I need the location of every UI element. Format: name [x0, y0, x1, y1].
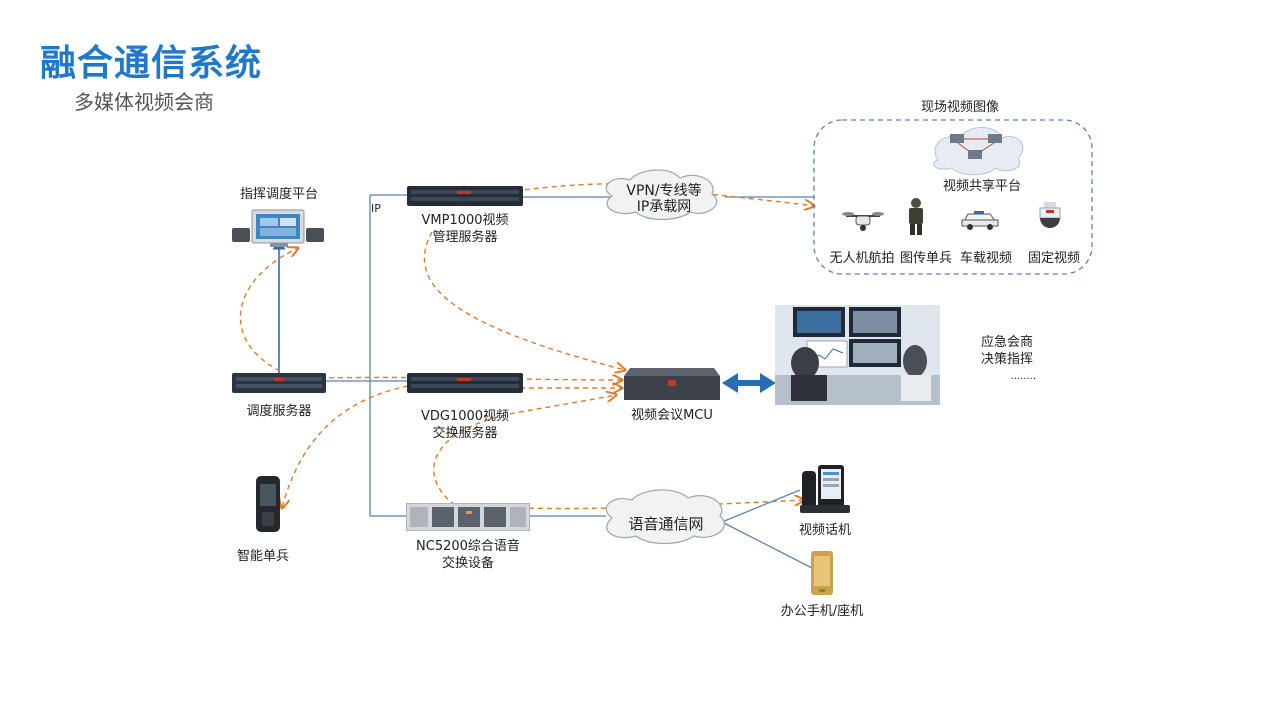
conference-room-image	[775, 305, 940, 405]
field-video-group-box	[813, 119, 1093, 275]
source-fixed-label: 固定视频	[1027, 251, 1080, 266]
vmp-server-label: VMP1000视频 管理服务器	[400, 212, 530, 246]
page-title: 融合通信系统	[40, 43, 263, 84]
vdg-to-soldier-dash	[282, 385, 409, 508]
vpn-cloud-line1: VPN/专线等	[626, 183, 702, 199]
field-video-title: 现场视频图像	[920, 100, 999, 115]
nc-to-mcu-dash	[433, 395, 616, 506]
smart-soldier-label: 智能单兵	[236, 549, 289, 564]
dispatch-server-icon	[232, 373, 326, 393]
share-platform-cloud	[933, 127, 1024, 176]
source-soldier-label: 图传单兵	[899, 251, 952, 266]
side-note-line3: ........	[1010, 371, 1036, 382]
vpn-cloud-shape	[605, 169, 718, 221]
source-drone-label: 无人机航拍	[829, 251, 895, 266]
side-note: 应急会商 决策指挥 ........	[972, 334, 1042, 385]
vmp-label-line1: VMP1000视频	[421, 213, 509, 228]
nc5200-label-line2: 交换设备	[441, 556, 494, 571]
office-phone-icon	[810, 550, 834, 596]
dispatch-to-platform-dash	[239, 248, 298, 372]
image-soldier-icon	[904, 196, 928, 236]
mcu-conference-double-arrow	[722, 373, 776, 393]
dispatch-to-mcu-dash	[319, 377, 622, 380]
voice-cloud-label: 语音通信网	[628, 515, 704, 533]
source-vehicle-label: 车载视频	[959, 251, 1012, 266]
command-platform-icon	[232, 208, 326, 248]
side-note-line1: 应急会商	[980, 335, 1033, 350]
voicenet-to-videophone-line	[721, 489, 801, 523]
nc5200-label: NC5200综合语音 交换设备	[398, 538, 538, 572]
video-phone-icon	[800, 463, 850, 515]
vdg-label-line1: VDG1000视频	[420, 409, 510, 424]
page-subtitle: 多媒体视频会商	[74, 90, 214, 114]
fixed-camera-icon	[1036, 200, 1064, 236]
vpn-cloud: VPN/专线等 IP承载网	[616, 183, 712, 215]
voice-cloud-shape	[605, 489, 725, 545]
side-note-line2: 决策指挥	[980, 352, 1033, 367]
vmp-server-icon	[407, 186, 523, 206]
vdg-label-line2: 交换服务器	[432, 426, 498, 441]
vmp-label-line2: 管理服务器	[432, 230, 498, 245]
command-platform-label: 指挥调度平台	[239, 187, 318, 202]
vmp-to-mcu-dash	[423, 231, 625, 370]
drone-icon	[842, 206, 884, 236]
share-platform-label: 视频共享平台	[942, 179, 1021, 194]
smart-soldier-icon	[254, 474, 282, 534]
nc-to-videophone-dash	[519, 500, 804, 510]
vdg-server-icon	[407, 373, 523, 393]
office-phone-label: 办公手机/座机	[780, 604, 864, 619]
vpn-cloud-line2: IP承载网	[636, 199, 692, 215]
nc5200-label-line1: NC5200综合语音	[416, 539, 520, 554]
vdg-server-label: VDG1000视频 交换服务器	[400, 408, 530, 442]
ip-label: IP	[371, 202, 381, 215]
nc5200-device-icon	[405, 502, 531, 532]
mcu-label: 视频会议MCU	[631, 408, 713, 423]
video-phone-label: 视频话机	[798, 523, 851, 538]
mcu-icon	[624, 366, 720, 402]
voicenet-to-officephone-line	[721, 521, 813, 569]
dispatch-server-label: 调度服务器	[246, 404, 312, 419]
vehicle-video-icon	[960, 206, 1000, 232]
